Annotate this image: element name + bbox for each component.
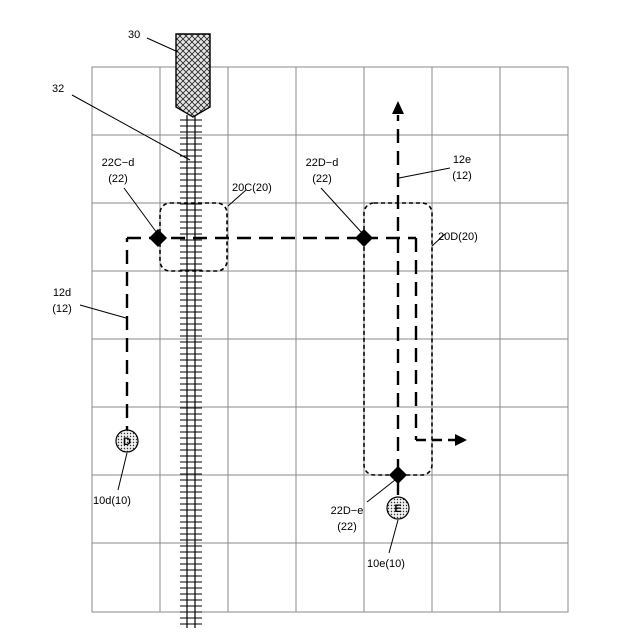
leader-22d-e [367,480,395,502]
crane-head [176,34,210,117]
leader-10d [118,453,127,490]
label-12d: 12d [53,287,71,299]
vehicle-d-letter: D [123,436,131,448]
path-12d [127,238,467,446]
leader-10e [389,520,398,553]
label-10d: 10d(10) [93,495,131,507]
label-22d-e-sub: (22) [337,521,357,533]
leader-22c-d [124,188,157,233]
leader-22d-d [321,188,362,233]
label-32: 32 [52,83,64,95]
label-12e-sub: (12) [452,170,472,182]
label-12e: 12e [453,154,471,166]
label-22d-e: 22D−e [331,505,364,517]
label-22c-d: 22C−d [102,157,135,169]
path-12e [392,101,404,495]
node-22c-d [149,229,167,247]
label-20d: 20D(20) [438,231,478,243]
label-22d-d-sub: (22) [312,173,332,185]
leader-12e [399,168,450,178]
label-12d-sub: (12) [52,303,72,315]
node-22d-e [389,466,407,484]
label-20c: 20C(20) [232,182,272,194]
node-22d-d [355,229,373,247]
leader-12d [80,305,126,318]
label-30: 30 [128,29,140,41]
leader-30 [147,38,178,52]
leader-32 [72,95,190,160]
vehicle-e-letter: E [394,503,401,515]
arrowhead-up-icon [392,101,404,114]
arrowhead-right-icon [455,434,467,446]
label-10e: 10e(10) [367,558,405,570]
label-22d-d: 22D−d [306,157,339,169]
rail-ties [180,120,202,624]
grid [92,67,568,612]
label-22c-d-sub: (22) [108,173,128,185]
rail-track [180,115,202,628]
